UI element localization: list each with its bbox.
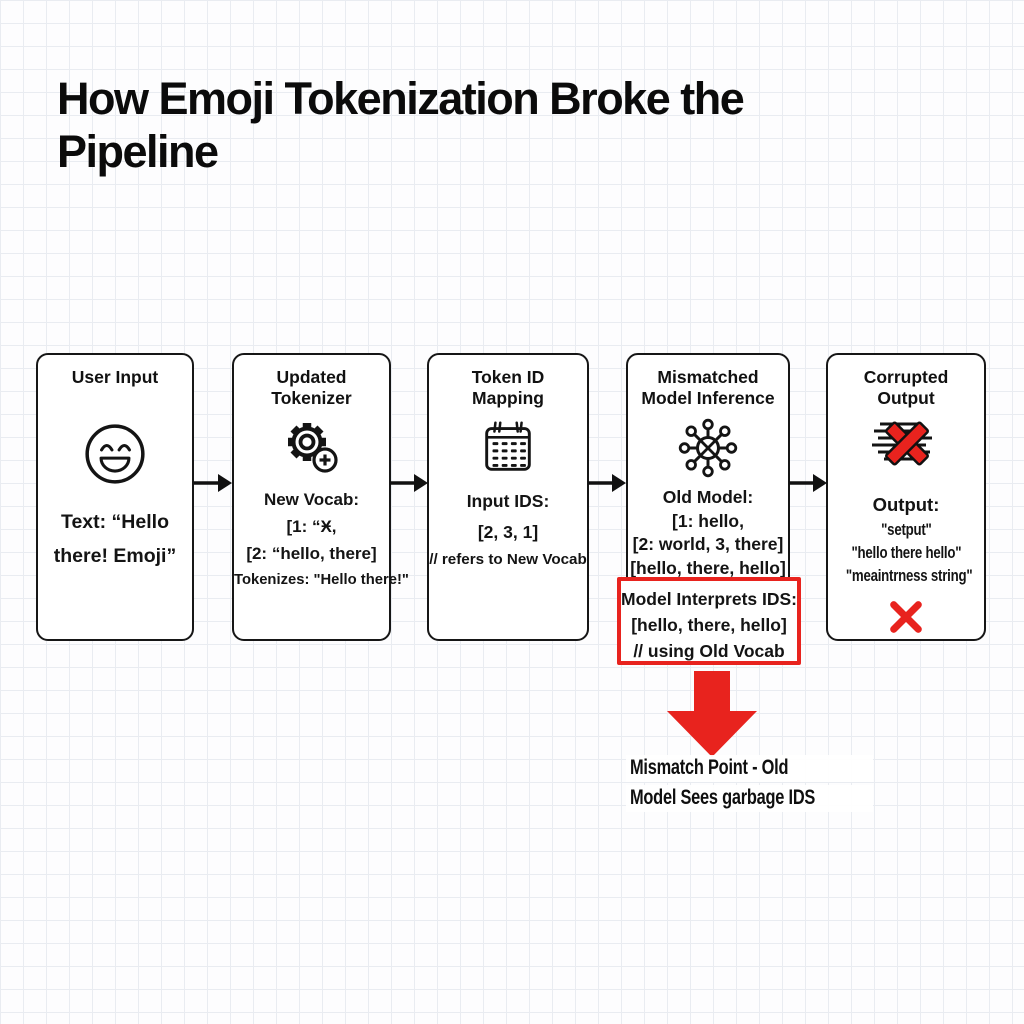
node-token-id-mapping-title: Token ID Mapping xyxy=(471,367,545,408)
calendar-grid-icon xyxy=(429,416,587,478)
node-mismatched-model-inference-text: Old Model: [1: hello, [2: world, 3, ther… xyxy=(630,487,786,578)
annotation-line-2: Model Sees garbage IDS xyxy=(630,786,816,809)
node-corrupted-output: Corrupted Output Output: "setput" xyxy=(826,353,986,641)
right-arrow-icon xyxy=(789,474,827,492)
callout-line: Model Interprets IDS: xyxy=(621,589,797,609)
callout-line: // using Old Vocab xyxy=(633,641,785,661)
diagram-title: How Emoji Tokenization Broke the Pipelin… xyxy=(57,73,745,177)
struck-text-red-x-icon xyxy=(828,416,984,476)
node-updated-tokenizer: Updated Tokenizer New Vocab: [1: “Ӿ, [2:… xyxy=(232,353,409,641)
network-nodes-icon xyxy=(628,416,788,480)
node-user-input-text: Text: “Hello there! Emoji” xyxy=(53,511,177,567)
node-corrupted-output-text: Output: "setput" "hello there hello" "me… xyxy=(828,493,984,639)
node-updated-tokenizer-text: New Vocab: [1: “Ӿ, [2: “hello, there] To… xyxy=(234,490,409,588)
annotation-line-1: Mismatch Point - Old xyxy=(630,756,789,779)
node-token-id-mapping: Token ID Mapping Input IDS: [2, 3, 1] xyxy=(427,353,589,641)
right-arrow-icon xyxy=(390,474,428,492)
red-down-arrow-icon xyxy=(667,671,757,757)
node-user-input: User Input Text: “Hello there! Emoji” xyxy=(36,353,194,641)
node-updated-tokenizer-title: Updated Tokenizer xyxy=(271,367,352,408)
node-corrupted-output-title: Corrupted Output xyxy=(863,367,949,408)
red-x-mark-icon xyxy=(828,600,984,639)
mismatch-callout-box: Model Interprets IDS: [hello, there, hel… xyxy=(617,577,801,665)
right-arrow-icon xyxy=(588,474,626,492)
node-token-id-mapping-text: Input IDS: [2, 3, 1] // refers to New Vo… xyxy=(429,491,587,568)
callout-line: [hello, there, hello] xyxy=(631,615,787,635)
right-arrow-icon xyxy=(194,474,232,492)
node-user-input-title: User Input xyxy=(71,367,159,387)
node-mismatched-model-inference-title: Mismatched Model Inference xyxy=(641,367,775,408)
gear-plus-icon xyxy=(234,416,389,480)
smiley-emoji-icon xyxy=(38,421,192,487)
mismatch-annotation: Mismatch Point - Old Model Sees garbage … xyxy=(626,755,874,815)
